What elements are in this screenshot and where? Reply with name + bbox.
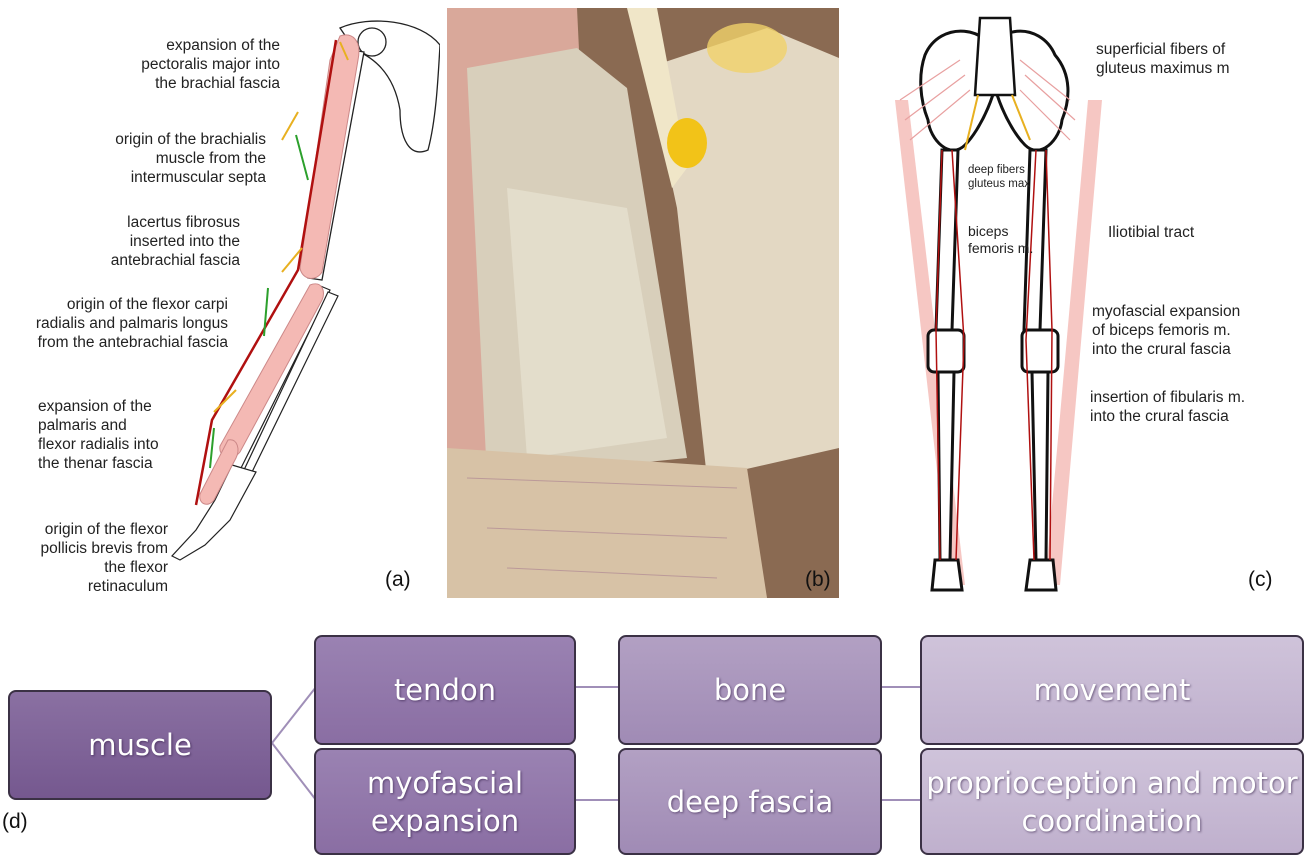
box-movement: movement (920, 635, 1304, 745)
box-tendon: tendon (314, 635, 576, 745)
right-tibia (1032, 372, 1048, 560)
right-foot (1026, 560, 1056, 590)
box-muscle: muscle (8, 690, 272, 800)
connector-muscle-tendon (272, 687, 316, 743)
legs-illustration (880, 0, 1307, 600)
annotation-pollicis: origin of the flexor pollicis brevis fro… (10, 520, 168, 596)
panel-b-label: (b) (805, 568, 831, 592)
panel-b-dissection-photo: (b) (447, 8, 839, 598)
palmaris-expansion (214, 390, 236, 412)
box-proprioception: proprioception and motor coordination (920, 748, 1304, 855)
panel-d-flow-diagram: muscle tendon myofascial expansion bone … (0, 625, 1307, 855)
upper-fat (707, 23, 787, 73)
annotation-lacertus: lacertus fibrosus inserted into the ante… (80, 213, 240, 270)
connector-muscle-myofascial (272, 743, 316, 800)
dissection-photo (447, 8, 839, 598)
annotation-gluteus-superficial: superficial fibers of gluteus maximus m (1096, 40, 1306, 78)
panel-a-label: (a) (385, 568, 411, 592)
box-bone: bone (618, 635, 882, 745)
left-foot (932, 560, 962, 590)
carpi-origin-line (264, 288, 268, 336)
annotation-biceps: biceps femoris m. (968, 223, 1058, 257)
left-tibia (938, 372, 954, 560)
box-deep-fascia: deep fascia (618, 748, 882, 855)
yellow-fat (667, 118, 707, 168)
panel-d-label: (d) (2, 810, 28, 834)
annotation-iliotibial: Iliotibial tract (1108, 223, 1288, 242)
panel-a-arm-diagram: expansion of the pectoralis major into t… (0, 0, 440, 600)
annotation-flexor-carpi: origin of the flexor carpi radialis and … (15, 295, 228, 352)
annotation-brachialis: origin of the brachialis muscle from the… (80, 130, 266, 187)
left-knee (928, 330, 964, 372)
annotation-palmaris: expansion of the palmaris and flexor rad… (38, 397, 198, 473)
lower-skin (447, 448, 767, 598)
sacrum (975, 18, 1015, 95)
annotation-fibularis: insertion of fibularis m. into the crura… (1090, 388, 1300, 426)
septa-line (296, 135, 308, 180)
panel-c-leg-diagram: superficial fibers of gluteus maximus m … (880, 0, 1307, 600)
panel-c-label: (c) (1248, 568, 1273, 592)
annotation-pectoralis: expansion of the pectoralis major into t… (95, 36, 280, 93)
box-myofascial-expansion: myofascial expansion (314, 748, 576, 855)
annotation-myofascial: myofascial expansion of biceps femoris m… (1092, 302, 1302, 359)
annotation-gluteus-deep: deep fibers gluteus max (968, 163, 1058, 191)
